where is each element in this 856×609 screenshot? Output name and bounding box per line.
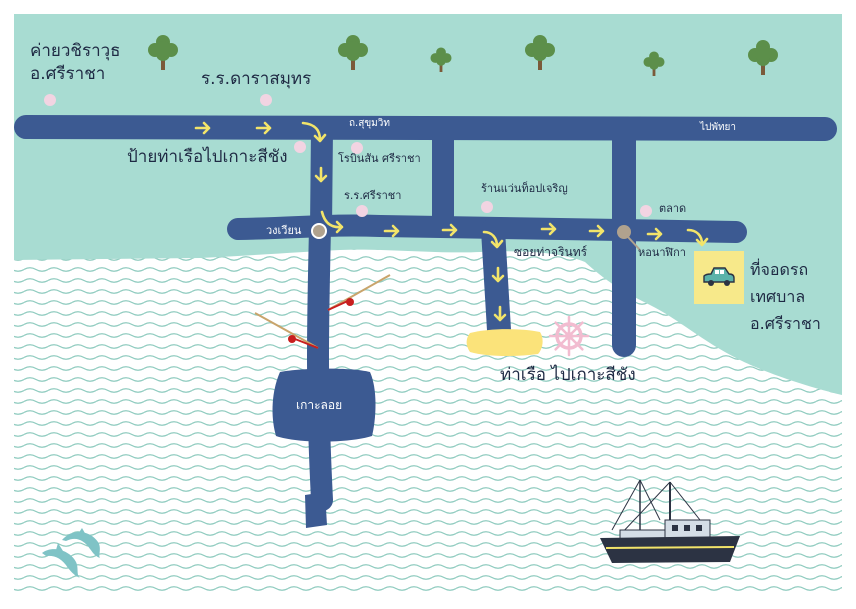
pier-platform	[466, 329, 543, 357]
location-dot-icon	[44, 94, 56, 106]
road-island-end	[305, 492, 327, 528]
location-dot-icon	[356, 205, 368, 217]
road-label-to-pattaya: ไปพัทยา	[699, 121, 736, 133]
road-island-causeway	[307, 217, 333, 511]
label-roundabout: วงเวียน	[266, 224, 302, 237]
label-camp: ค่ายวชิราวุธ อ.ศรีราชา	[30, 42, 121, 83]
label-robinson: โรบินสัน ศรีราชา	[338, 152, 421, 165]
fishing-rod-icon	[254, 312, 319, 349]
label-parking-line2: เทศบาล	[750, 287, 806, 306]
arrow-icon	[320, 210, 344, 234]
island-koh-loy	[272, 368, 376, 442]
arrow-icon	[301, 121, 327, 143]
label-soi-tha-jarin: ซอยท่าจรินทร์	[514, 245, 588, 259]
roundabout-marker-icon	[311, 223, 327, 239]
label-ferry-sign: ป้ายท่าเรือไปเกาะสีชัง	[127, 147, 288, 167]
car-icon	[703, 267, 735, 286]
fishing-rod-icon	[327, 274, 391, 311]
location-dot-icon	[351, 142, 363, 154]
label-market: ตลาด	[659, 202, 687, 215]
label-school-dara: ร.ร.ดาราสมุทร	[201, 69, 312, 89]
label-school-sriracha: ร.ร.ศรีราชา	[344, 189, 402, 202]
label-parking-line3: อ.ศรีราชา	[750, 314, 821, 333]
location-dot-icon	[640, 205, 652, 217]
label-parking-line1: ที่จอดรถ	[750, 260, 809, 279]
label-camp-line1: ค่ายวชิราวุธ	[30, 41, 121, 61]
clocktower-marker-icon	[617, 225, 631, 239]
dolphin-icon	[62, 528, 100, 558]
label-pier: ท่าเรือ ไปเกาะสีชัง	[500, 365, 636, 385]
dolphin-icon	[42, 543, 80, 578]
road-sukhumvit	[14, 115, 837, 141]
fishing-boat-icon	[600, 479, 740, 563]
location-dot-icon	[260, 94, 272, 106]
land-area	[14, 14, 842, 395]
arrow-icon	[686, 228, 709, 247]
road-coastal	[227, 214, 747, 243]
label-optical-shop: ร้านแว่นท็อปเจริญ	[481, 182, 568, 195]
island-label: เกาะลอย	[296, 398, 342, 412]
ship-wheel-icon	[548, 315, 590, 357]
arrow-icon	[482, 230, 504, 249]
label-clock-tower: หอนาฬิกา	[638, 246, 686, 259]
road-label-sukhumvit: ถ.สุขุมวิท	[349, 118, 390, 129]
location-dot-icon	[481, 201, 493, 213]
location-dot-icon	[294, 141, 306, 153]
route-arrows	[194, 121, 709, 322]
label-camp-line2: อ.ศรีราชา	[30, 63, 106, 84]
label-parking: ที่จอดรถ เทศบาล อ.ศรีราชา	[750, 256, 821, 337]
clocktower-pointer	[627, 236, 641, 251]
